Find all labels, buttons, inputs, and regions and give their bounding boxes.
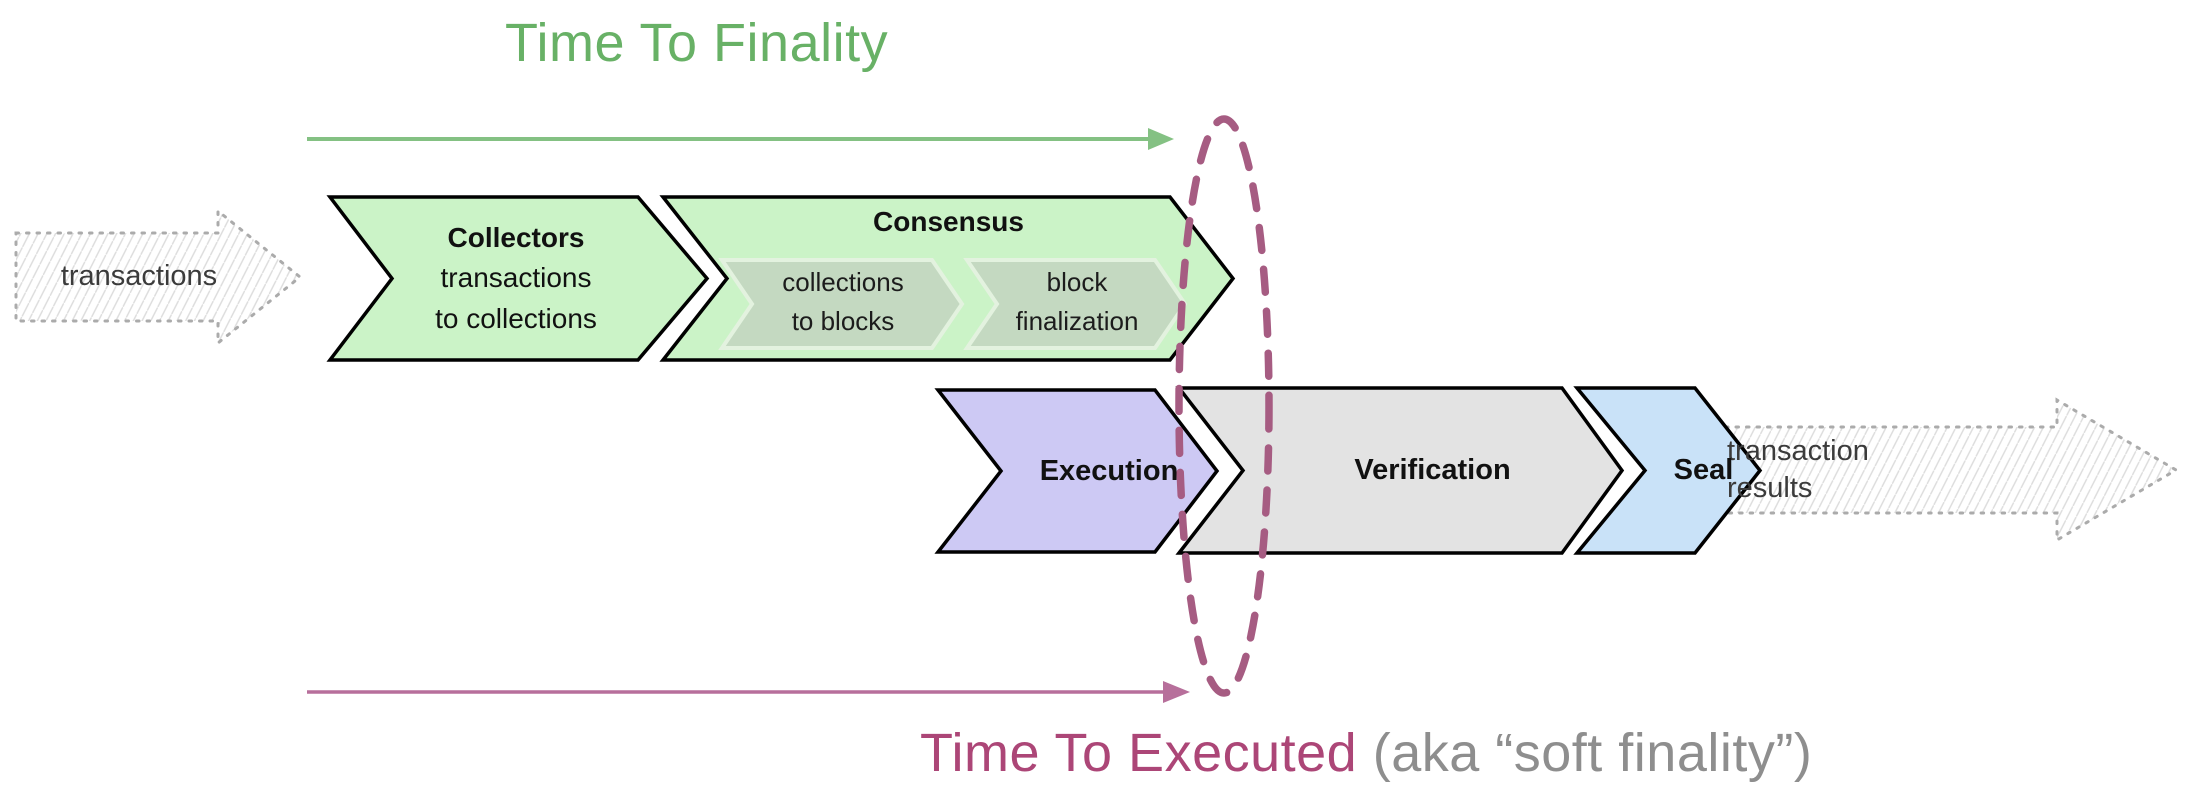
execution-title: Execution	[1039, 454, 1179, 487]
time-to-executed-text: Time To Executed	[920, 723, 1358, 783]
seal-chevron	[1573, 386, 1763, 555]
verification-chevron	[1175, 386, 1625, 555]
transaction-results-line1: transaction	[1727, 434, 1869, 467]
time-to-executed-arrow	[307, 681, 1190, 703]
time-to-finality-arrow	[307, 128, 1174, 150]
sub1-line2: to blocks	[791, 306, 895, 336]
execution-stage-label: Execution	[1001, 390, 1217, 552]
time-to-finality-title: Time To Finality	[505, 13, 889, 73]
transactions-input-arrow	[14, 207, 303, 347]
transactions-input-label: transactions	[16, 211, 262, 343]
seal-title: Seal	[1673, 454, 1734, 487]
sub2-line2: finalization	[1015, 306, 1139, 336]
transactions-input-text: transactions	[60, 260, 218, 293]
collectors-stage-label: Collectors transactions to collections	[392, 197, 640, 360]
verification-stage-label: Verification	[1243, 388, 1622, 553]
collectors-line2: to collections	[435, 302, 597, 334]
execution-chevron	[934, 388, 1220, 554]
sub1-line1: collections	[782, 267, 904, 297]
collections-to-blocks-label: collections to blocks	[752, 256, 934, 348]
transaction-results-output-arrow	[1692, 397, 2179, 543]
seal-stage-label: Seal	[1645, 388, 1762, 553]
collectors-line1: transactions	[440, 262, 592, 294]
consensus-stage-label: Consensus	[727, 202, 1170, 242]
soft-finality-aka-text: (aka “soft finality”)	[1357, 723, 1813, 783]
collections-to-blocks-subchevron	[718, 258, 965, 350]
transaction-results-label: transaction results	[1727, 427, 1977, 513]
block-finalization-subchevron	[963, 258, 1188, 350]
collectors-title: Collectors	[447, 221, 585, 253]
block-finalization-label: block finalization	[997, 256, 1157, 348]
verification-title: Verification	[1354, 454, 1511, 487]
consensus-title: Consensus	[873, 205, 1024, 237]
sub2-line1: block	[1046, 267, 1108, 297]
transaction-results-line2: results	[1727, 472, 1813, 504]
soft-finality-ellipse	[1175, 115, 1273, 697]
time-to-executed-title: Time To Executed (aka “soft finality”)	[920, 722, 1812, 784]
collectors-chevron	[326, 195, 710, 362]
